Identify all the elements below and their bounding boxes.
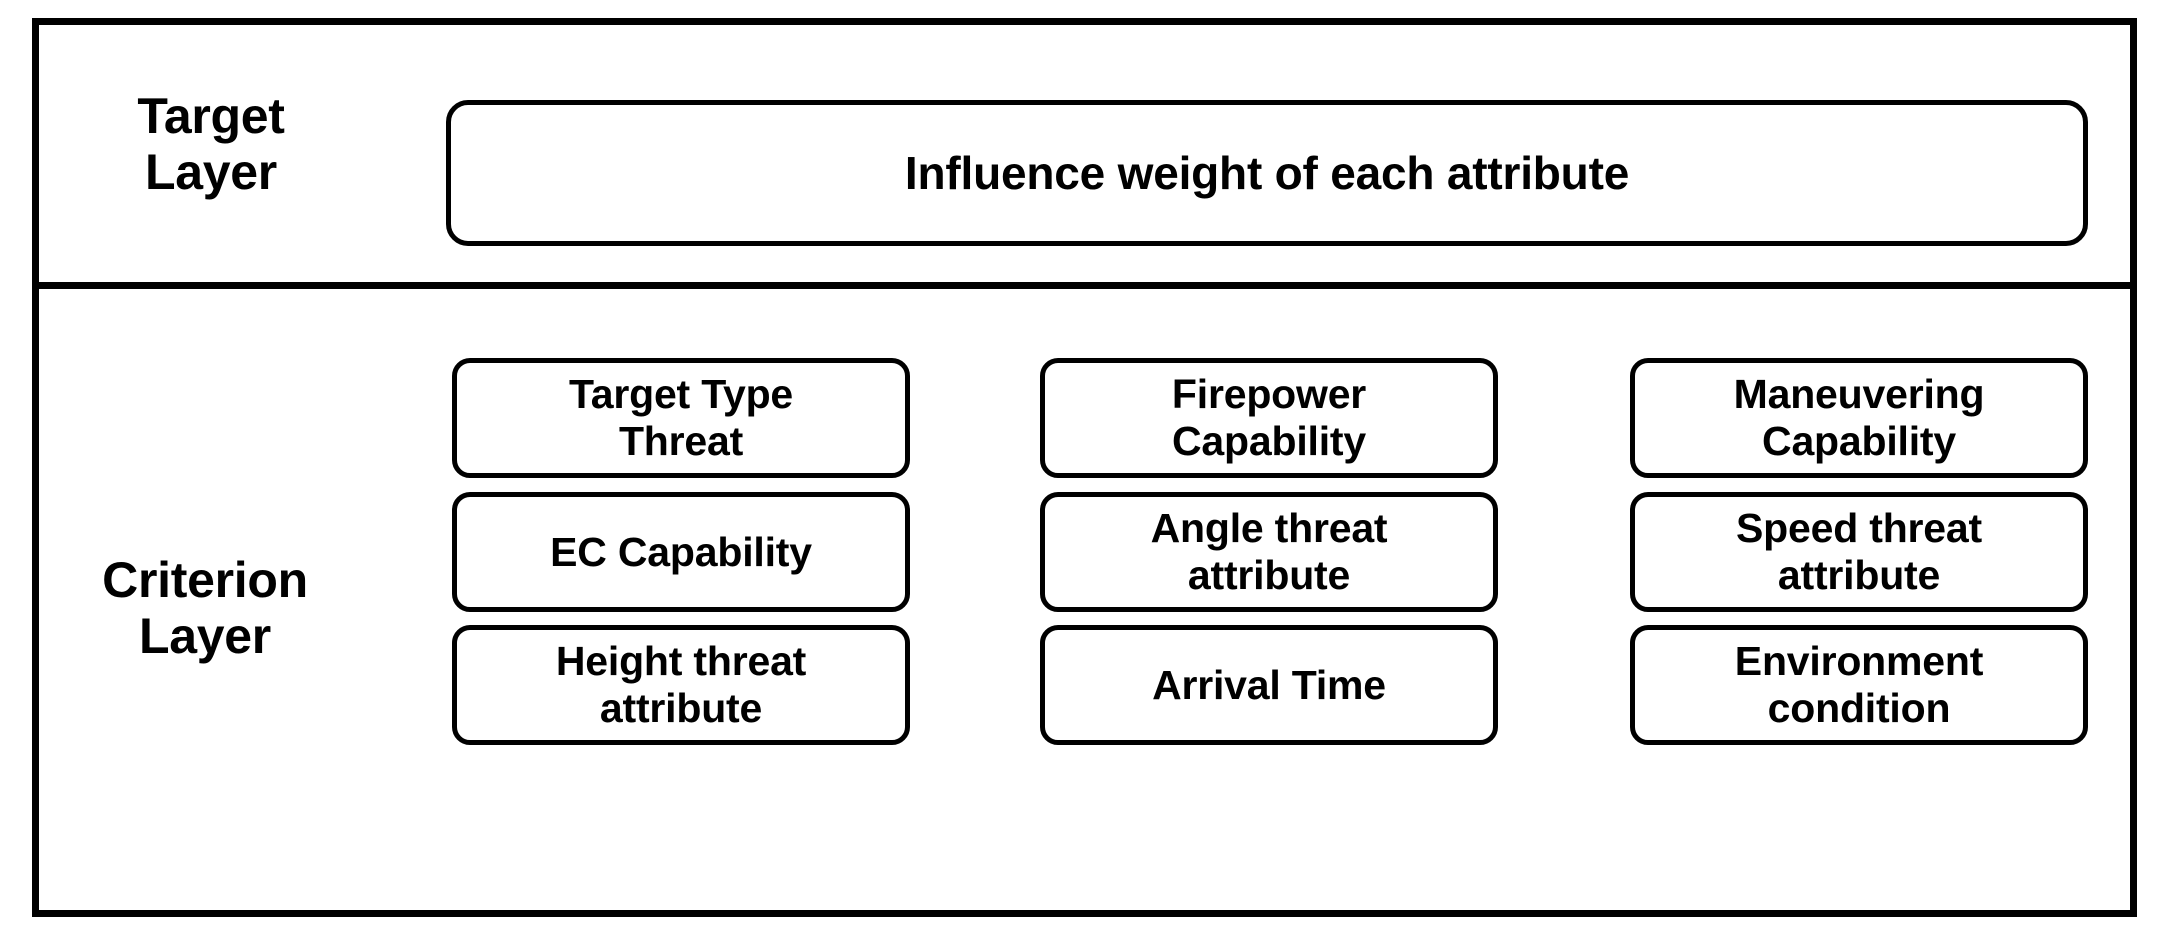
layer-divider — [32, 282, 2137, 289]
node-firepower-capability-line2: Capability — [1172, 418, 1366, 464]
node-arrival-time[interactable]: Arrival Time — [1040, 625, 1498, 745]
criterion-layer-label-line1: Criterion — [102, 552, 308, 608]
node-maneuvering-capability-line1: Maneuvering — [1733, 371, 1985, 418]
node-influence-weight[interactable]: Influence weight of each attribute — [446, 100, 2088, 246]
node-height-threat-attribute[interactable]: Height threat attribute — [452, 625, 910, 745]
target-layer-label: Target Layer — [46, 88, 376, 200]
node-environment-condition-line1: Environment — [1734, 638, 1984, 685]
node-ec-capability[interactable]: EC Capability — [452, 492, 910, 612]
node-speed-threat-attribute-line2: attribute — [1777, 552, 1941, 598]
criterion-layer-label-line2: Layer — [139, 608, 271, 664]
node-speed-threat-attribute[interactable]: Speed threat attribute — [1630, 492, 2088, 612]
target-layer-label-line1: Target — [137, 88, 285, 144]
node-firepower-capability[interactable]: Firepower Capability — [1040, 358, 1498, 478]
node-target-type-threat-line1: Target Type — [568, 371, 794, 418]
node-angle-threat-attribute-line2: attribute — [1187, 552, 1351, 598]
diagram-outer-frame — [32, 18, 2137, 917]
node-angle-threat-attribute-line1: Angle threat — [1150, 505, 1388, 552]
node-arrival-time-line1: Arrival Time — [1152, 661, 1386, 708]
node-firepower-capability-line1: Firepower — [1171, 371, 1367, 418]
node-target-type-threat[interactable]: Target Type Threat — [452, 358, 910, 478]
node-height-threat-attribute-line2: attribute — [599, 685, 763, 731]
node-speed-threat-attribute-line1: Speed threat — [1736, 505, 1982, 552]
node-environment-condition-line2: condition — [1767, 685, 1951, 731]
node-ec-capability-line1: EC Capability — [550, 528, 812, 575]
node-angle-threat-attribute[interactable]: Angle threat attribute — [1040, 492, 1498, 612]
node-environment-condition[interactable]: Environment condition — [1630, 625, 2088, 745]
node-maneuvering-capability-line2: Capability — [1762, 418, 1956, 464]
node-target-type-threat-line2: Threat — [618, 418, 744, 464]
node-maneuvering-capability[interactable]: Maneuvering Capability — [1630, 358, 2088, 478]
node-height-threat-attribute-line1: Height threat — [555, 638, 807, 685]
node-influence-weight-label: Influence weight of each attribute — [904, 146, 1630, 199]
criterion-layer-label: Criterion Layer — [40, 552, 370, 664]
target-layer-label-line2: Layer — [145, 144, 277, 200]
